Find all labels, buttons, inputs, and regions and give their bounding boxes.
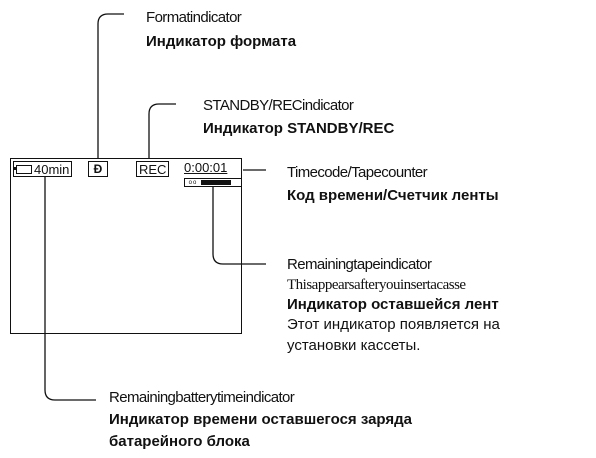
cassette-icon: oo [188, 179, 198, 186]
format-mark: Ð [93, 162, 103, 176]
remaining-tape-note-ru-1: Этот индикатор появляется на [287, 316, 500, 333]
remaining-tape-note-ru-2: установки кассеты. [287, 337, 421, 354]
timecode-label-ru: Код времени/Счетчик ленты [287, 187, 499, 204]
battery-label-ru-1: Индикатор времени оставшегося заряда [109, 411, 413, 428]
standby-leader-line [148, 103, 176, 158]
standby-label-en: STANDBY/RECindicator [203, 97, 354, 114]
format-leader-line [97, 13, 124, 158]
timecode-label-en: Timecode/Tapecounter [287, 164, 428, 181]
battery-icon [14, 164, 32, 174]
viewfinder-frame [10, 158, 242, 334]
remaining-tape-indicator: oo [184, 178, 242, 187]
format-label-ru: Индикатор формата [146, 33, 297, 50]
standby-label-ru: Индикатор STANDBY/REC [203, 120, 395, 137]
tape-remaining-bar [201, 180, 231, 185]
battery-label-ru-2: батарейного блока [109, 433, 250, 450]
format-label-en: Formatindicator [146, 9, 242, 26]
timecode-value: 0:00:01 [184, 160, 228, 175]
remaining-tape-note-en: Thisappearsafteryouinsertacasse [287, 277, 466, 293]
remaining-tape-label-ru: Индикатор оставшейся лент [287, 296, 499, 313]
rec-status: REC [139, 161, 167, 177]
remaining-tape-leader-line [212, 186, 266, 265]
rec-indicator: REC [136, 161, 170, 177]
battery-label-en: Remainingbatterytimeindicator [109, 389, 295, 406]
battery-leader-line [44, 176, 96, 401]
battery-indicator: 40min [13, 161, 73, 177]
format-indicator: Ð [88, 161, 108, 177]
battery-time-value: 40min [34, 161, 70, 177]
remaining-tape-label-en: Remainingtapeindicator [287, 256, 432, 273]
